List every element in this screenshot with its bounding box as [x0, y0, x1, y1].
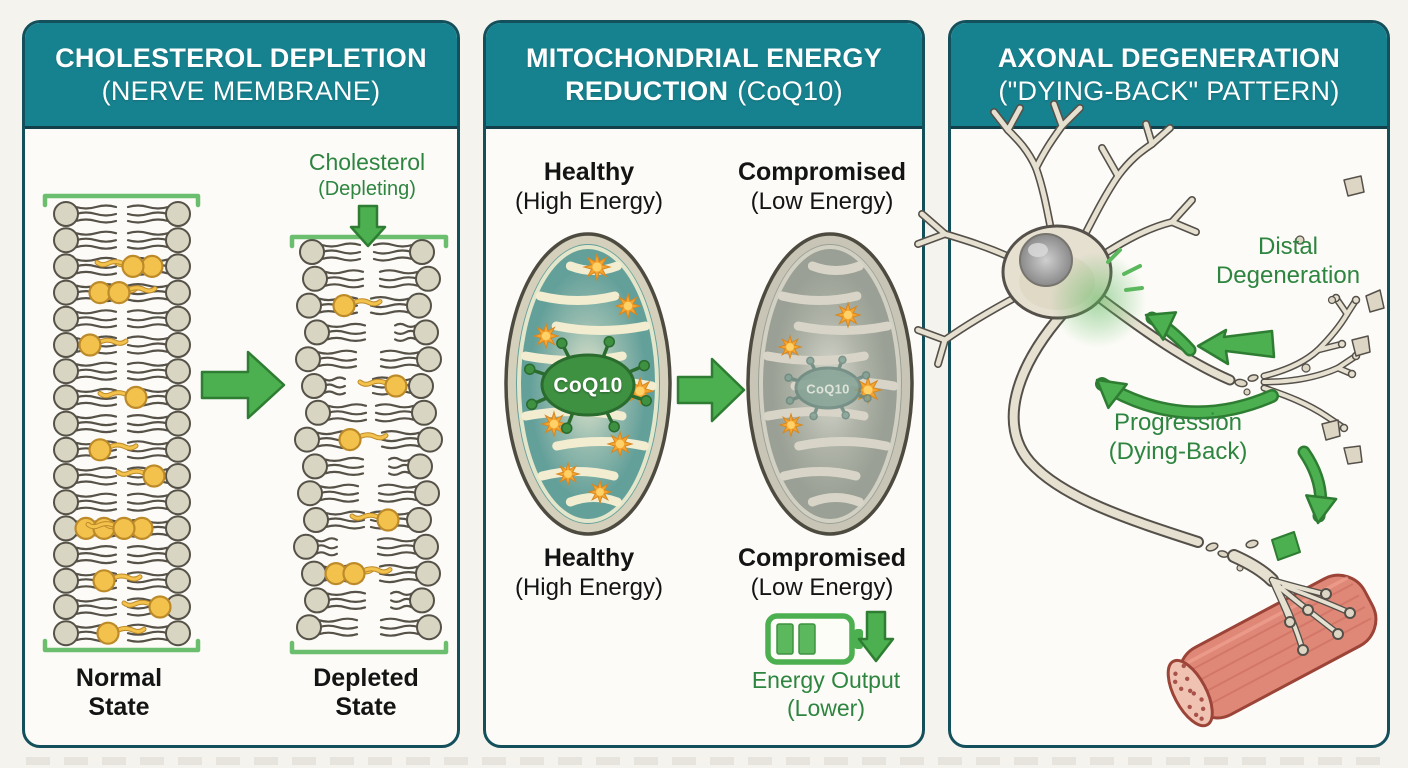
energy-output-line1: Energy Output	[751, 667, 901, 693]
bottom-texture	[26, 757, 1382, 765]
distal-line1: Distal	[1257, 233, 1319, 260]
depleted-state-label: Depleted State	[313, 664, 419, 722]
cholesterol-depleting-line1: Cholesterol	[308, 149, 426, 175]
panel1-title-line1: CHOLESTEROL DEPLETION	[55, 42, 427, 73]
healthy-bottom-line2: (High Energy)	[514, 574, 664, 601]
coq10-label-healthy: CoQ10	[553, 374, 623, 397]
distal-degeneration-label: Distal Degeneration	[1216, 232, 1360, 290]
normal-state-line1: Normal	[75, 664, 163, 692]
progression-line1: Progression	[1113, 409, 1243, 436]
compromised-top-line2: (Low Energy)	[750, 188, 894, 215]
panel2-title-line2-bold: REDUCTION	[565, 75, 729, 106]
healthy-top-label: Healthy (High Energy)	[515, 158, 663, 216]
normal-state-label: Normal State	[76, 664, 162, 722]
compromised-bottom-label: Compromised (Low Energy)	[738, 544, 906, 602]
panel-mitochondrial-energy: MITOCHONDRIAL ENERGY REDUCTION (CoQ10)	[483, 20, 925, 748]
healthy-bottom-line1: Healthy	[543, 544, 635, 572]
panel2-title-line2: REDUCTION (CoQ10)	[565, 75, 843, 108]
panel2-title-line1: MITOCHONDRIAL ENERGY	[525, 42, 883, 73]
depleted-state-line2: State	[335, 693, 397, 721]
progression-line2: (Dying-Back)	[1108, 438, 1248, 465]
distal-line2: Degeneration	[1215, 262, 1361, 289]
normal-state-line2: State	[88, 693, 150, 721]
compromised-bottom-line2: (Low Energy)	[750, 574, 894, 601]
panel3-title-line2: ("DYING-BACK" PATTERN)	[998, 75, 1340, 106]
compromised-top-label: Compromised (Low Energy)	[738, 158, 906, 216]
panel2-header: MITOCHONDRIAL ENERGY REDUCTION (CoQ10)	[486, 23, 922, 129]
panel-cholesterol-depletion: CHOLESTEROL DEPLETION (NERVE MEMBRANE)	[22, 20, 460, 748]
energy-output-label: Energy Output (Lower)	[752, 666, 900, 722]
panel-axonal-degeneration: AXONAL DEGENERATION ("DYING-BACK" PATTER…	[948, 20, 1390, 748]
coq10-label-compromised: CoQ10	[806, 381, 850, 397]
healthy-top-line1: Healthy	[543, 158, 635, 186]
panel3-header: AXONAL DEGENERATION ("DYING-BACK" PATTER…	[951, 23, 1387, 129]
panel2-title-line2-regular: (CoQ10)	[737, 75, 843, 106]
panel1-header: CHOLESTEROL DEPLETION (NERVE MEMBRANE)	[25, 23, 457, 129]
compromised-top-line1: Compromised	[737, 158, 907, 186]
energy-output-line2: (Lower)	[787, 695, 865, 721]
cholesterol-depleting-line2: (Depleting)	[318, 178, 416, 200]
progression-label: Progression (Dying-Back)	[1109, 408, 1248, 466]
panel1-title-line2: (NERVE MEMBRANE)	[101, 75, 381, 106]
healthy-bottom-label: Healthy (High Energy)	[515, 544, 663, 602]
cholesterol-depleting-label: Cholesterol (Depleting)	[309, 148, 425, 202]
panel3-title-line1: AXONAL DEGENERATION	[997, 42, 1341, 73]
depleted-state-line1: Depleted	[313, 664, 419, 692]
compromised-bottom-line1: Compromised	[737, 544, 907, 572]
healthy-top-line2: (High Energy)	[514, 188, 664, 215]
